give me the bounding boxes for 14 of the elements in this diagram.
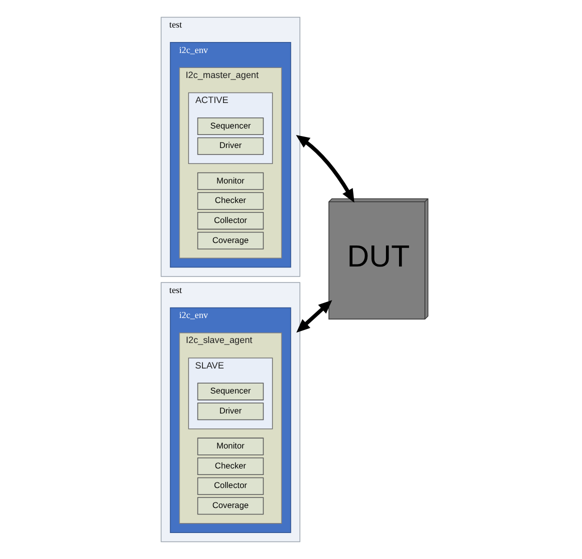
node-box: Driver: [196, 402, 264, 420]
node-box: Monitor: [196, 438, 264, 456]
arrow: [296, 300, 332, 333]
node-box: Monitor: [196, 172, 264, 190]
node-box: Coverage: [196, 232, 264, 250]
node-box: Sequencer: [196, 382, 264, 400]
node-box: Collector: [196, 212, 264, 230]
node-box: Sequencer: [196, 118, 264, 136]
arrow: [296, 134, 354, 203]
node-box: Collector: [196, 477, 264, 495]
node-box: Checker: [196, 458, 264, 476]
node-box: Checker: [196, 192, 264, 210]
node-box: Coverage: [196, 497, 264, 515]
node-box: Driver: [196, 137, 264, 155]
